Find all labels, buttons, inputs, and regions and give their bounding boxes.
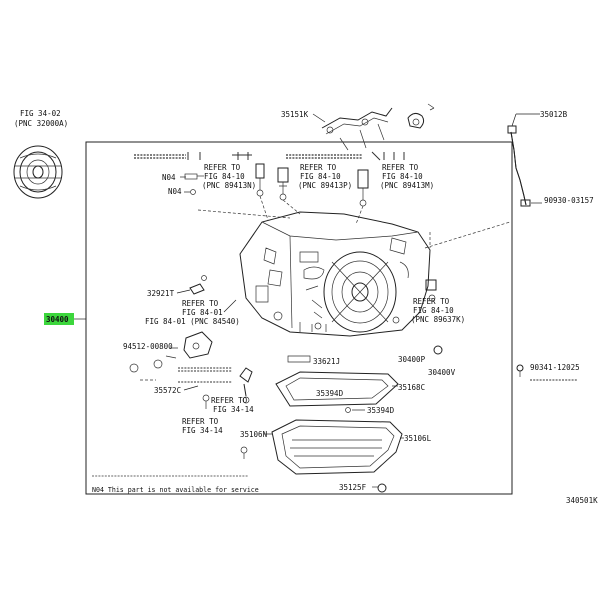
callout-30400p[interactable]: 30400P bbox=[398, 355, 426, 364]
drain-plug-illustration bbox=[372, 483, 387, 493]
svg-text:FIG 84-10: FIG 84-10 bbox=[413, 306, 454, 315]
callout-35572c[interactable]: 35572C bbox=[154, 386, 181, 395]
refer-block-89413n[interactable]: REFER TO FIG 84-10 (PNC 89413N) bbox=[202, 163, 256, 190]
svg-text:REFER TO: REFER TO bbox=[413, 297, 450, 306]
magnet-illustration bbox=[345, 407, 351, 413]
svg-text:REFER TO: REFER TO bbox=[182, 417, 219, 426]
torque-converter-illustration[interactable] bbox=[13, 145, 63, 199]
callout-35125f[interactable]: 35125F bbox=[339, 483, 367, 492]
transmission-case-illustration[interactable] bbox=[239, 211, 431, 337]
bolt-34-14-illustration bbox=[202, 394, 210, 409]
guide-line bbox=[259, 195, 269, 221]
bolt-90341-illustration bbox=[516, 364, 524, 377]
harness-bracket-illustration bbox=[321, 103, 435, 151]
note-n04-not-available: N04 This part is not available for servi… bbox=[92, 486, 259, 494]
svg-text:FIG 84-10: FIG 84-10 bbox=[300, 172, 341, 181]
callout-35151k[interactable]: 35151K bbox=[281, 110, 309, 119]
guide-line bbox=[282, 199, 301, 215]
callout-90930-03157[interactable]: 90930-03157 bbox=[544, 196, 594, 205]
blurred-mid-label bbox=[178, 367, 232, 383]
guide-line bbox=[355, 205, 364, 225]
callout-32921t[interactable]: 32921T bbox=[147, 289, 175, 298]
dipstick-tube-illustration bbox=[507, 125, 531, 207]
svg-text:FIG 34-14: FIG 34-14 bbox=[182, 426, 223, 435]
refer-block-89413m[interactable]: REFER TO FIG 84-10 (PNC 89413M) bbox=[380, 163, 434, 190]
strainer-33621j-illustration bbox=[287, 355, 311, 363]
callout-35394d-b[interactable]: 35394D bbox=[367, 406, 395, 415]
svg-text:(PNC 89413M): (PNC 89413M) bbox=[380, 181, 434, 190]
svg-text:FIG 84-01: FIG 84-01 bbox=[182, 308, 223, 317]
callout-35012b[interactable]: 35012B bbox=[540, 110, 568, 119]
speed-sensor-n-illustration bbox=[255, 163, 265, 197]
svg-text:(PNC 89413P): (PNC 89413P) bbox=[298, 181, 352, 190]
speed-sensor-m-illustration bbox=[357, 169, 369, 207]
callout-30400v[interactable]: 30400V bbox=[428, 368, 456, 377]
svg-text:REFER TO: REFER TO bbox=[382, 163, 419, 172]
svg-text:REFER TO: REFER TO bbox=[204, 163, 241, 172]
sensor-89637k-illustration bbox=[425, 279, 437, 302]
callout-33621j[interactable]: 33621J bbox=[313, 357, 340, 366]
refer-block-34-14-a[interactable]: REFER TO FIG 34-14 bbox=[211, 396, 254, 414]
refer-block-89637k[interactable]: REFER TO FIG 84-10 (PNC 89637K) bbox=[411, 297, 465, 324]
assembly-frame bbox=[85, 141, 513, 495]
callout-90341-12025[interactable]: 90341-12025 bbox=[530, 363, 580, 372]
svg-text:REFER TO: REFER TO bbox=[182, 299, 219, 308]
callout-94512-00800[interactable]: 94512-00800 bbox=[123, 342, 173, 351]
bolt-35106n-illustration bbox=[240, 446, 248, 459]
speed-sensor-p-illustration bbox=[277, 167, 289, 201]
guide-line bbox=[197, 209, 291, 219]
shift-lever-illustration bbox=[239, 367, 253, 404]
callout-fig-34-02[interactable]: FIG 34-02 bbox=[20, 109, 61, 118]
refer-block-84540[interactable]: REFER TO FIG 84-01 FIG 84-01 (PNC 84540) bbox=[145, 299, 240, 326]
callout-35168c[interactable]: 35168C bbox=[398, 383, 425, 392]
callout-n04-top[interactable]: N04 bbox=[162, 173, 176, 182]
svg-text:REFER TO: REFER TO bbox=[211, 396, 248, 405]
guide-line bbox=[424, 221, 511, 249]
svg-text:FIG 84-10: FIG 84-10 bbox=[382, 172, 423, 181]
refer-block-34-14-b[interactable]: REFER TO FIG 34-14 bbox=[182, 417, 223, 435]
plug-30400p-illustration bbox=[433, 345, 443, 355]
oil-pan-illustration bbox=[271, 419, 403, 475]
callout-30400[interactable]: 30400 bbox=[46, 315, 69, 324]
callout-35106n[interactable]: 35106N bbox=[240, 430, 267, 439]
blurred-top-labels bbox=[134, 151, 405, 161]
callout-30400-highlight bbox=[44, 313, 74, 325]
callout-35394d-a[interactable]: 35394D bbox=[316, 389, 344, 398]
svg-text:FIG 84-01 (PNC 84540): FIG 84-01 (PNC 84540) bbox=[145, 317, 240, 326]
refer-block-89413p[interactable]: REFER TO FIG 84-10 (PNC 89413P) bbox=[298, 163, 352, 190]
neutral-switch-illustration bbox=[165, 331, 213, 359]
svg-text:(PNC 89413N): (PNC 89413N) bbox=[202, 181, 256, 190]
washer-nut-illustration bbox=[129, 359, 163, 381]
callout-pnc-32000a: (PNC 32000A) bbox=[14, 119, 68, 128]
svg-text:FIG 84-10: FIG 84-10 bbox=[204, 172, 245, 181]
diagram-id: 340501K bbox=[566, 496, 598, 505]
small-bolt-n04-illustration bbox=[184, 173, 204, 195]
callout-n04-b[interactable]: N04 bbox=[168, 187, 182, 196]
svg-text:FIG 34-14: FIG 34-14 bbox=[213, 405, 254, 414]
svg-text:(PNC 89637K): (PNC 89637K) bbox=[411, 315, 465, 324]
plug-32921t-illustration bbox=[189, 275, 207, 295]
callout-35106l[interactable]: 35106L bbox=[404, 434, 432, 443]
oil-strainer-illustration bbox=[275, 371, 399, 407]
svg-text:REFER TO: REFER TO bbox=[300, 163, 337, 172]
